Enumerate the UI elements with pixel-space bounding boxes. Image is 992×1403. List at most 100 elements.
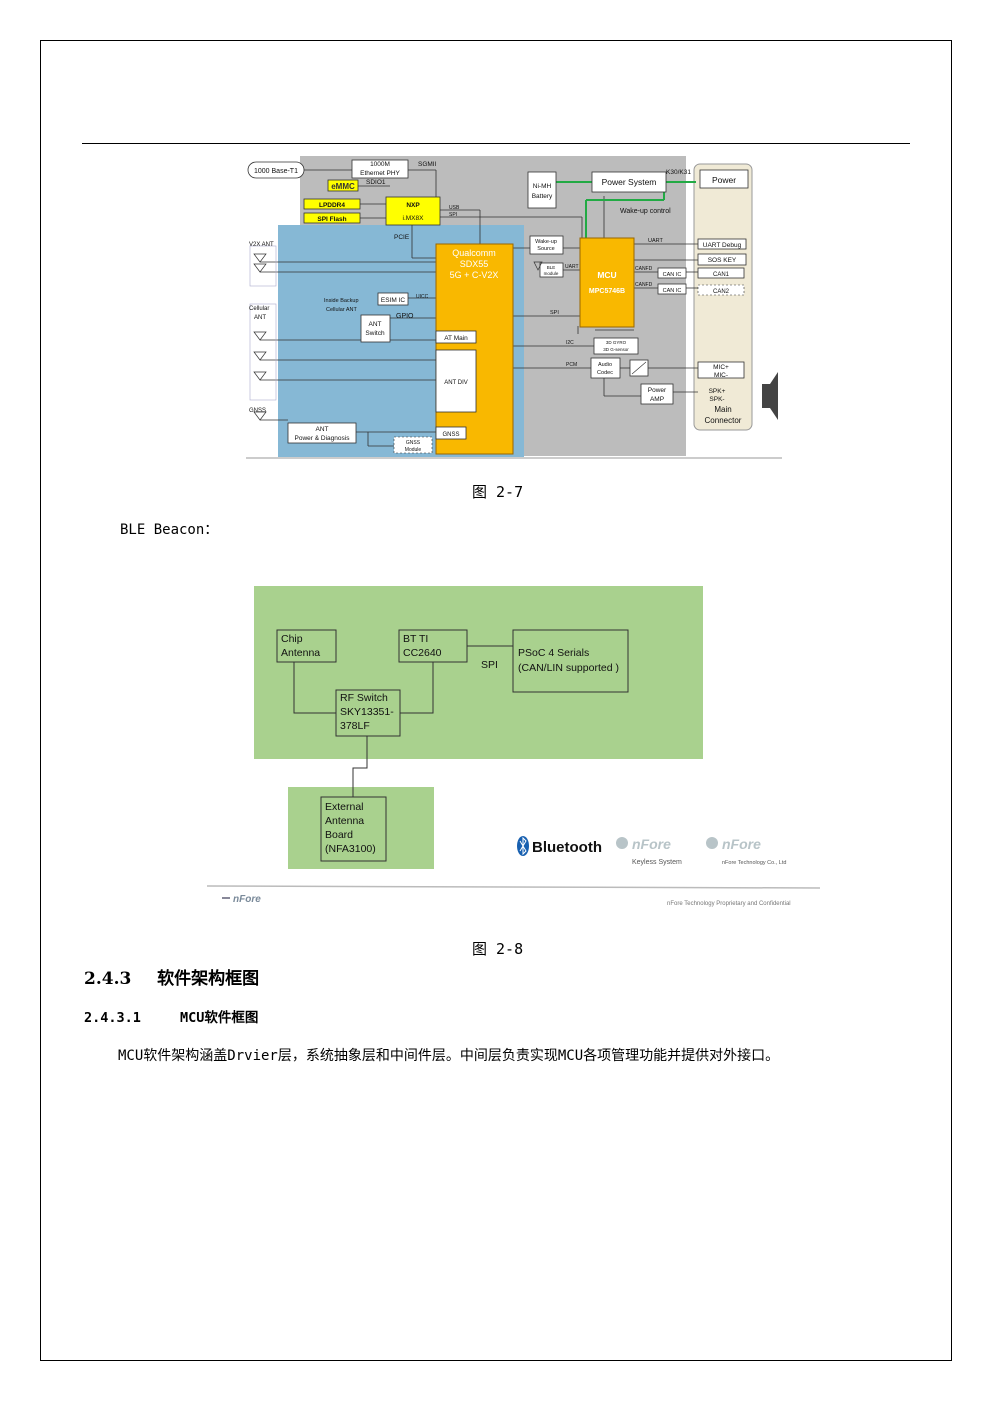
label-chip-2: Antenna [281, 647, 320, 659]
ant-power-diag-box [287, 422, 357, 444]
label-inside-backup-1: Inside Backup [324, 298, 359, 304]
label-sos-key: SOS KEY [708, 257, 737, 264]
label-spi: SPI [481, 659, 498, 671]
label-nimh-1: Ni-MH [533, 183, 552, 190]
spi-flash-box [303, 212, 361, 224]
emmc-box [327, 179, 359, 192]
label-confidential: nFore Technology Proprietary and Confide… [667, 901, 791, 907]
label-ant-pd-2: Power & Diagnosis [295, 435, 351, 442]
ant-switch-box [360, 314, 391, 343]
external-green-panel [288, 787, 434, 869]
label-ble-1: BLE [547, 265, 556, 270]
label-sdio1: SDIO1 [366, 179, 386, 186]
label-canfd1: CANFD [635, 266, 653, 272]
label-i2c: I2C [566, 340, 574, 346]
label-ble-2: module [544, 271, 559, 276]
label-main-connector-1: Main [714, 405, 731, 414]
ethernet-phy-box [351, 159, 409, 179]
label-wake-src-2: Source [537, 246, 554, 252]
section-number: 2.4.3 [84, 969, 132, 989]
ble-beacon-intro: BLE Beacon： [120, 522, 219, 538]
label-power-amp-2: AMP [650, 396, 664, 403]
label-ant-switch-1: ANT [369, 321, 382, 328]
label-can-ic1: CAN IC [663, 272, 682, 278]
label-v2x-ant: V2X ANT [249, 242, 274, 248]
label-k30: K30/K31 [666, 169, 691, 176]
figure-2-8-caption: 图 2-8 [472, 940, 524, 958]
sos-key-box [697, 253, 747, 266]
label-gnss-box: GNSS [442, 432, 459, 438]
wake-up-source-box [529, 235, 564, 255]
label-gnss: GNSS [249, 408, 266, 414]
section-heading: 2.4.3 软件架构框图 [84, 964, 259, 989]
label-rf-1: RF Switch [340, 692, 388, 704]
figure-2-7-block-diagram: 1000 Base-T1 1000M Ethernet PHY SGMII eM… [246, 156, 782, 459]
label-gnss-module-1: GNSS [406, 440, 421, 446]
lpddr4-box [303, 198, 361, 210]
label-mic-2: MIC- [714, 372, 728, 379]
subsection-title: MCU软件框图 [180, 1010, 259, 1026]
mcu-box [579, 237, 635, 328]
label-sdx55: SDX55 [460, 259, 489, 269]
label-ext-1: External [325, 801, 364, 813]
at-main-box [435, 330, 477, 344]
label-imx8x: i.MX8X [403, 215, 425, 222]
label-psoc-1: PSoC 4 Serials [518, 647, 589, 659]
label-gpio: GPIO [396, 313, 414, 320]
base-t1-box [247, 161, 305, 179]
label-nfore-2: nFore [722, 836, 761, 852]
label-cellular-2: ANT [254, 315, 266, 321]
label-uicc: UICC [416, 294, 429, 300]
label-nimh-2: Battery [532, 193, 553, 200]
ble-module-box [539, 262, 564, 278]
gnss-module-box [393, 436, 433, 454]
label-spk-1: SPK+ [709, 388, 726, 395]
gnss-box [435, 426, 467, 440]
can-ic2-box [657, 283, 687, 295]
label-audio-1: Audio [598, 362, 612, 368]
label-mcu: MCU [597, 270, 616, 280]
ble-green-panel [254, 586, 703, 759]
label-5g-c-v2x: 5G + C-V2X [450, 270, 499, 280]
label-nfore-1: nFore [632, 836, 671, 852]
label-ext-4: (NFA3100) [325, 843, 376, 855]
label-power: Power [712, 175, 736, 185]
label-pcie: PCIE [394, 234, 410, 241]
label-main-connector-2: Connector [705, 416, 742, 425]
label-can2: CAN2 [713, 289, 730, 295]
label-lpddr4: LPDDR4 [319, 202, 345, 209]
label-spi-small: SPI [449, 212, 457, 218]
label-wake-up-control: Wake-up control [620, 208, 671, 215]
psoc-box [512, 629, 629, 693]
label-spk-2: SPK- [709, 396, 724, 403]
label-esim: ESIM IC [381, 297, 406, 304]
subsection-number: 2.4.3.1 [84, 1010, 141, 1026]
label-gyro-1: 3D GYRO [606, 340, 627, 345]
gyro-box [593, 337, 639, 355]
label-chip-1: Chip [281, 633, 303, 645]
nfore-keyless-logo: nFore Keyless System [616, 836, 682, 866]
label-sgmii: SGMII [418, 161, 437, 168]
label-nfore-tech: nFore Technology Co., Ltd [722, 860, 786, 866]
can-ic1-box [657, 267, 687, 279]
label-emmc: eMMC [331, 182, 355, 191]
label-uart: UART [648, 238, 664, 244]
label-ant-div: ANT DIV [444, 380, 468, 386]
label-rf-3: 378LF [340, 720, 370, 732]
label-power-amp-1: Power [648, 387, 667, 394]
label-uart-debug: UART Debug [703, 242, 742, 249]
label-power-system: Power System [602, 177, 657, 187]
label-can1: CAN1 [713, 272, 730, 278]
label-bluetooth: Bluetooth [532, 839, 602, 856]
power-box [699, 169, 749, 189]
can2-box [697, 284, 745, 296]
label-eth-phy-2: Ethernet PHY [360, 170, 400, 177]
speaker-icon [762, 372, 778, 420]
label-mic-1: MIC+ [713, 364, 729, 371]
label-inside-backup-2: Cellular ANT [326, 307, 358, 313]
nimh-battery-box [527, 171, 557, 209]
label-eth-phy-1: 1000M [370, 161, 390, 168]
label-bt-1: BT TI [403, 633, 428, 645]
page-border [40, 40, 952, 1361]
label-bt-2: CC2640 [403, 647, 442, 659]
